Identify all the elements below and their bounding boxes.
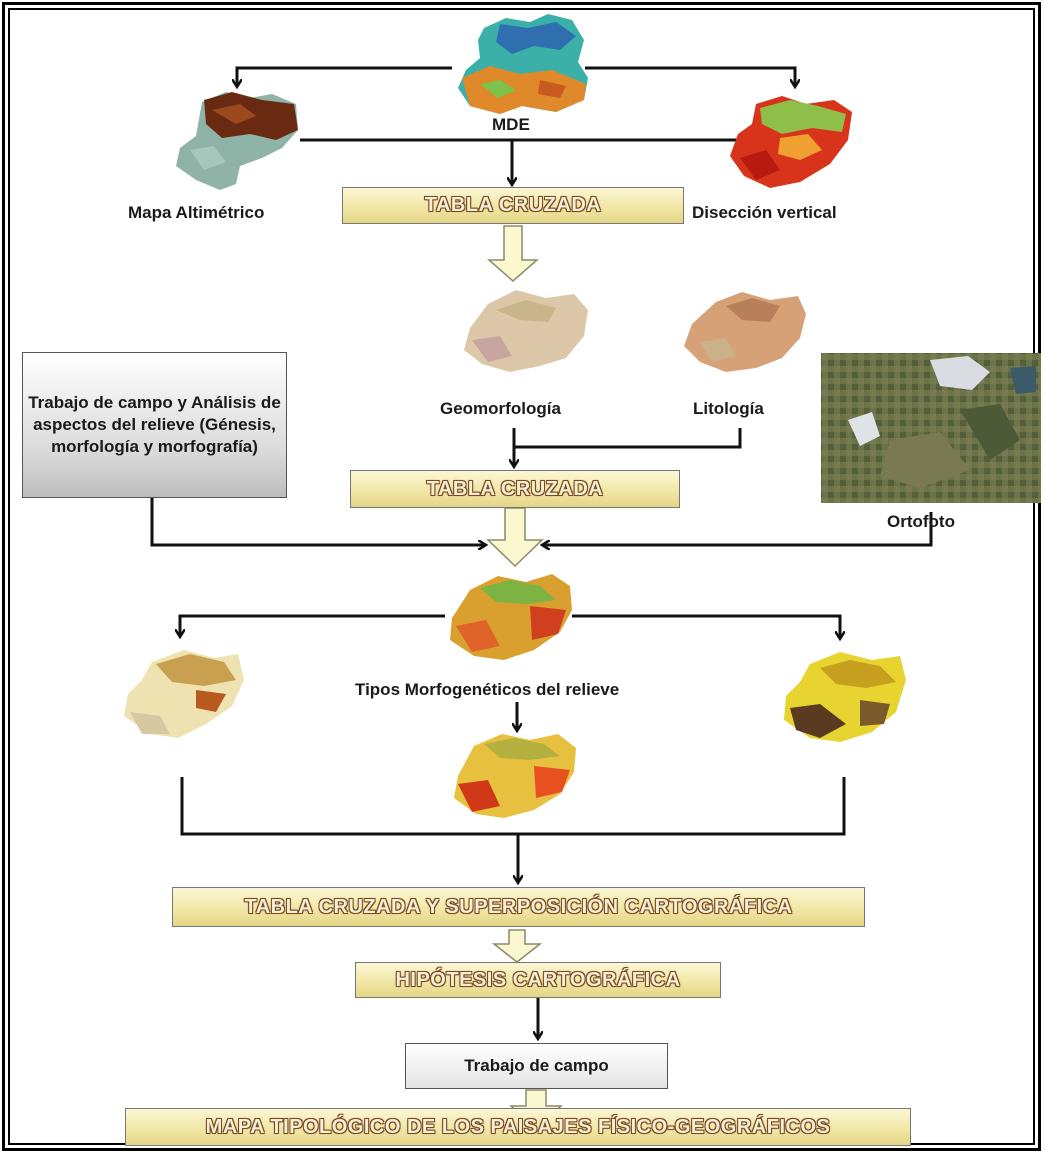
geo-lito-merge-arrows (514, 428, 742, 466)
tabla-superposicion-box: TABLA CRUZADA Y SUPERPOSICIÓN CARTOGRÁFI… (172, 887, 865, 927)
lithology-map-image (684, 292, 806, 372)
lower-morphogenetic-map-image (454, 734, 576, 818)
geomorfologia-label: Geomorfología (440, 399, 561, 418)
mde-branch-arrows (237, 66, 795, 184)
orthophoto-image (821, 353, 1041, 503)
altimetric-map-image (176, 92, 298, 190)
tabla-cruzada-box-2: TABLA CRUZADA (350, 470, 680, 508)
hollow-arrow-1 (487, 225, 539, 282)
right-derived-map-image (784, 652, 906, 742)
geomorphology-map-image (464, 290, 588, 372)
hollow-arrow-2 (486, 507, 544, 568)
litologia-label: Litología (693, 399, 764, 418)
mapa-altimetrico-label: Mapa Altimétrico (128, 203, 265, 222)
bottom-bracket (180, 777, 846, 882)
side-input-arrows (150, 498, 933, 545)
trabajo-campo-box: Trabajo de campo (405, 1043, 668, 1089)
vertical-dissection-map-image (730, 96, 852, 188)
tipos-morfogeneticos-label: Tipos Morfogenéticos del relieve (355, 680, 620, 699)
trabajo-analisis-box: Trabajo de campo y Análisis de aspectos … (22, 352, 287, 498)
diseccion-vertical-label: Disección vertical (692, 203, 837, 222)
mde-map-image (458, 14, 588, 114)
tabla-cruzada-box-1: TABLA CRUZADA (342, 187, 684, 224)
tipos-branch-arrows (180, 614, 840, 730)
ortofoto-label: Ortofoto (887, 512, 955, 531)
hipotesis-box: HIPÓTESIS CARTOGRÁFICA (355, 962, 721, 998)
mapa-tipologico-box: MAPA TIPOLÓGICO DE LOS PAISAJES FÍSICO-G… (125, 1108, 911, 1146)
morphogenetic-types-map-image (450, 574, 572, 660)
mde-label: MDE (492, 115, 530, 134)
hollow-arrow-3 (491, 929, 543, 963)
left-derived-map-image (124, 650, 244, 738)
